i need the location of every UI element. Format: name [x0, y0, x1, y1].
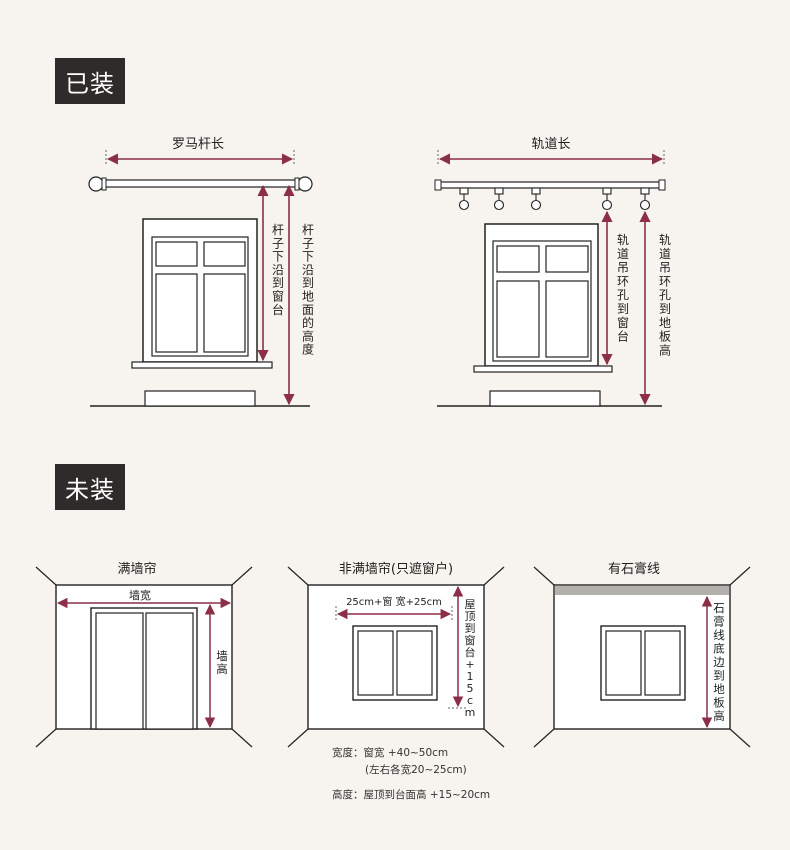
rod-finial-left: [88, 176, 104, 192]
height-note-value: 屋顶到台面高 +15~20cm: [363, 789, 491, 801]
track-hooks: [458, 187, 651, 211]
wall-height-label: 墙高: [216, 649, 228, 676]
width-note-sub: (左右各宽20~25cm): [365, 764, 467, 776]
partial-wall-title: 非满墙帘(只遮窗户): [339, 561, 453, 577]
width-note-label: 宽度：: [332, 747, 364, 759]
svg-text:杆子下沿到窗台: 杆子下沿到窗台: [272, 223, 284, 317]
full-wall-diagram: 满墙帘 墙宽 墙高: [35, 561, 253, 748]
window-sill: [131, 361, 273, 369]
curtain-rod: [103, 179, 297, 188]
gypsum-height-label: 石膏线底边到地板高: [713, 601, 725, 723]
rod-length-title: 罗马杆长: [172, 137, 224, 152]
gypsum-molding: [555, 586, 729, 595]
svg-text:杆子下沿到地面的高度: 杆子下沿到地面的高度: [302, 223, 314, 357]
track-length-title: 轨道长: [531, 137, 570, 152]
full-wall-title: 满墙帘: [117, 561, 156, 577]
track-to-sill-label: 轨道吊环孔到窗台: [617, 233, 629, 344]
svg-text:轨道吊环孔到窗台: 轨道吊环孔到窗台: [617, 233, 629, 344]
section-badge-installed: 已装: [55, 58, 125, 104]
gypsum-diagram: 有石膏线 石膏线底边到地板高: [533, 561, 751, 748]
height-note: 高度：屋顶到台面高 +15~20cm: [332, 787, 490, 802]
height-note-label: 高度：: [332, 789, 364, 801]
rod-finial-right: [297, 176, 313, 192]
curtain-track: [437, 181, 665, 189]
track-to-floor-label: 轨道吊环孔到地板高: [659, 233, 671, 357]
svg-text:轨道吊环孔到地板高: 轨道吊环孔到地板高: [659, 233, 671, 357]
svg-text:墙高: 墙高: [216, 649, 228, 676]
gypsum-title: 有石膏线: [608, 561, 660, 577]
svg-text:石膏线底边到地板高: 石膏线底边到地板高: [713, 601, 725, 723]
track-diagram: 轨道长 轨道吊环孔到窗台 轨道吊环孔到地板高: [434, 137, 671, 407]
rod-to-floor-label: 杆子下沿到地面的高度: [302, 223, 314, 357]
section-badge-not-installed: 未装: [55, 464, 125, 510]
rod-diagram: 罗马杆长 杆子下沿到窗台 杆子下沿到地面的高度: [88, 137, 314, 407]
partial-width-label: 25cm+窗 宽+25cm: [346, 595, 442, 608]
width-note: 宽度：窗宽 +40~50cm: [332, 745, 448, 760]
wall-width-label: 墙宽: [129, 588, 151, 602]
width-note-value: 窗宽 +40~50cm: [363, 747, 449, 759]
window-sill: [473, 365, 613, 373]
rod-to-sill-label: 杆子下沿到窗台: [272, 223, 284, 317]
